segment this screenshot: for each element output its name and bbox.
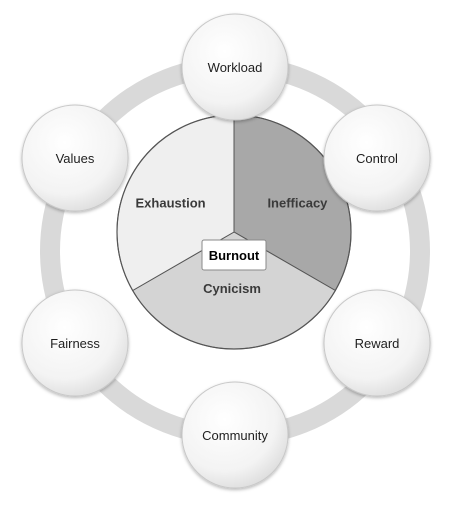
segment-label-exhaustion: Exhaustion (136, 195, 206, 210)
node-label-control: Control (356, 151, 398, 166)
node-label-fairness: Fairness (50, 336, 100, 351)
node-label-values: Values (56, 151, 95, 166)
node-circle-workload (181, 13, 289, 121)
node-values: Values (21, 104, 129, 212)
node-circle-reward (323, 289, 431, 397)
node-label-community: Community (202, 428, 268, 443)
node-circle-fairness (21, 289, 129, 397)
node-circle-values (21, 104, 129, 212)
node-fairness: Fairness (21, 289, 129, 397)
segment-label-inefficacy: Inefficacy (267, 195, 328, 210)
node-control: Control (323, 104, 431, 212)
segment-label-cynicism: Cynicism (203, 281, 261, 296)
node-reward: Reward (323, 289, 431, 397)
node-label-workload: Workload (208, 60, 263, 75)
node-workload: Workload (181, 13, 289, 121)
center-box: Burnout (201, 239, 267, 271)
node-circle-community (181, 381, 289, 489)
node-label-reward: Reward (355, 336, 400, 351)
node-circle-control (323, 104, 431, 212)
center-label: Burnout (209, 248, 260, 263)
node-community: Community (181, 381, 289, 489)
